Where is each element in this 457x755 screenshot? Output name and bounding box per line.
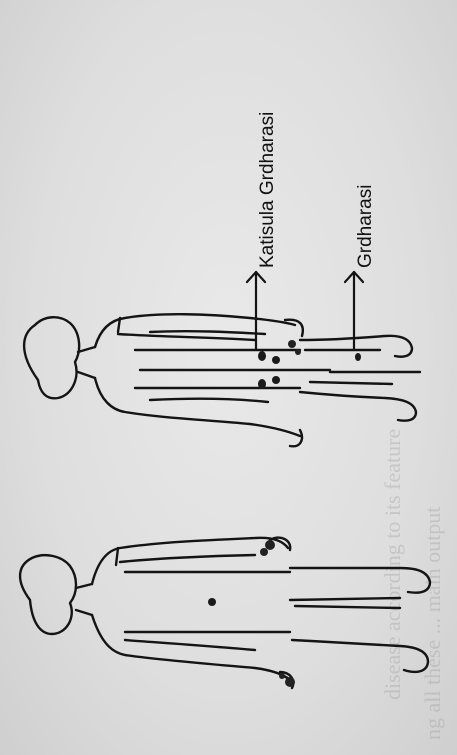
front-view-figure xyxy=(20,538,430,688)
label-katisula-grdharasi: Katisula Grdharasi xyxy=(257,112,279,268)
label-grdharasi: Grdharasi xyxy=(355,185,377,268)
arrow-katisula xyxy=(247,272,265,350)
back-view-figure xyxy=(24,314,420,446)
front-view-point xyxy=(208,598,216,606)
